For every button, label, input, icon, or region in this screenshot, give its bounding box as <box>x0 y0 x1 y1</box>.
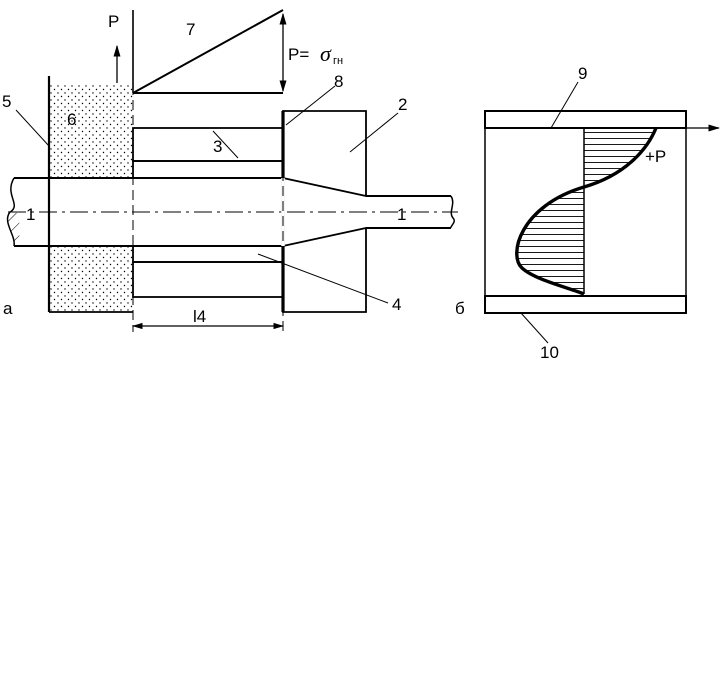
sleeve-upper <box>132 127 284 162</box>
label-7: 7 <box>186 20 195 39</box>
label-6: 6 <box>67 110 76 129</box>
label-plus-p: +P <box>645 147 666 166</box>
leader-8 <box>285 85 336 126</box>
leader-4 <box>257 253 389 304</box>
label-10: 10 <box>540 343 559 362</box>
leader-9 <box>550 81 579 129</box>
label-p-formula: P= <box>288 45 309 64</box>
label-l4: l4 <box>193 307 206 326</box>
label-p-axis: P <box>108 12 119 31</box>
channel-lower <box>132 245 284 263</box>
label-8: 8 <box>334 72 343 91</box>
label-1-right: 1 <box>397 205 406 224</box>
rod-break <box>450 195 455 229</box>
billet-break-hatch <box>7 212 20 246</box>
pressure-slope <box>132 9 284 94</box>
leader-10 <box>520 312 549 344</box>
profile-fill-upper <box>584 128 656 187</box>
powder-region-bottom <box>49 246 133 312</box>
die-lower <box>282 226 367 313</box>
leader-5 <box>15 109 50 147</box>
profile-curve <box>515 127 658 296</box>
label-2: 2 <box>398 95 407 114</box>
profile-fill-lower <box>516 187 584 294</box>
label-5: 5 <box>2 92 11 111</box>
label-4: 4 <box>392 295 401 314</box>
die-upper <box>282 110 367 198</box>
label-1-left: 1 <box>26 205 35 224</box>
powder-region-top <box>49 85 133 178</box>
sleeve-lower <box>132 261 284 298</box>
label-fig-a: а <box>3 299 13 318</box>
channel-upper <box>132 160 284 179</box>
leader-3 <box>212 130 239 159</box>
label-9: 9 <box>578 64 587 83</box>
upper-plate <box>484 110 687 129</box>
label-sigma: σ <box>320 41 332 66</box>
label-fig-b: б <box>455 299 465 318</box>
label-3: 3 <box>213 137 222 156</box>
lower-plate <box>484 295 687 314</box>
leader-2 <box>349 112 399 153</box>
label-sigma-sub: гн <box>333 55 343 67</box>
